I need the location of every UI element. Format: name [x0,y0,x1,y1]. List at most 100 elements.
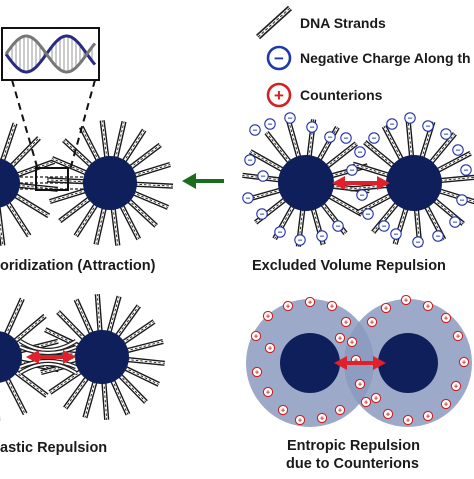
dna-strand [3,297,25,337]
dna-strand [13,369,49,398]
panel-elastic [0,293,165,421]
dna-strand [132,190,170,210]
svg-text:+: + [266,388,270,397]
dna-strand [352,161,390,178]
svg-text:−: − [390,119,395,129]
svg-text:+: + [286,302,290,311]
dna-strand [126,198,158,228]
counterion-marker: + [360,396,372,408]
red-double-arrow-icon [26,350,76,364]
svg-text:+: + [426,302,430,311]
svg-text:−: − [360,190,365,200]
dna-strand [134,181,174,189]
svg-text:+: + [274,86,284,105]
negative-charge-marker: − [390,228,402,240]
svg-text:+: + [298,416,302,425]
negative-charge-marker: − [456,194,468,206]
dna-strand [46,177,86,185]
counterion-marker: + [450,380,462,392]
counterion-marker: + [458,356,470,368]
svg-text:+: + [386,410,390,419]
svg-text:−: − [278,227,283,237]
counterion-marker: + [304,296,316,308]
negative-charge-marker: − [340,132,352,144]
dna-strand [62,138,94,168]
nanoparticle [280,333,340,393]
dna-strand [9,136,41,169]
counterion-marker: + [346,336,358,348]
svg-text:+: + [444,400,448,409]
svg-text:−: − [320,231,325,241]
svg-text:+: + [444,314,448,323]
counterion-marker: + [334,332,346,344]
negative-charge-marker: − [440,128,452,140]
legend-counterions-label: Counterions [300,87,383,103]
dna-strand [109,378,131,416]
dna-strand-icon [255,5,293,40]
legend-dna-strands-label: DNA Strands [300,15,386,31]
svg-text:+: + [338,334,342,343]
counterion-marker: + [452,330,464,342]
svg-text:−: − [253,125,258,135]
dna-strand [5,200,32,238]
counterion-marker: + [277,404,289,416]
counterion-marker: + [262,310,274,322]
svg-text:−: − [328,132,333,142]
dna-strand [121,128,147,164]
svg-text:−: − [310,122,315,132]
svg-text:−: − [298,235,303,245]
svg-text:−: − [394,229,399,239]
svg-text:−: − [288,113,293,123]
counterion-marker: + [264,342,276,354]
caption-entropic-line1: Entropic Repulsion [287,438,420,454]
nanoparticle [378,333,438,393]
svg-text:+: + [320,414,324,423]
dna-strand [12,313,47,344]
dna-strand [99,120,110,159]
dna-strand [125,338,164,354]
negative-charge-marker: − [412,236,424,248]
negative-charge-marker: − [306,121,318,133]
svg-text:+: + [354,356,358,365]
dna-strand [126,356,165,366]
dna-strand [327,193,364,217]
svg-text:−: − [274,49,284,68]
dna-strand [63,375,90,410]
svg-text:+: + [406,416,410,425]
svg-text:+: + [266,312,270,321]
dna-strand [56,310,87,341]
negative-charge-marker: − [449,216,461,228]
dna-strand [286,120,302,159]
negative-charge-marker: − [244,154,256,166]
dna-strand [82,380,98,419]
svg-text:−: − [366,209,371,219]
counterion-marker: + [440,312,452,324]
double-helix-icon [4,34,97,74]
svg-text:−: − [372,133,377,143]
dna-strand [101,381,110,421]
dna-strand [106,295,122,334]
dna-strand [94,293,103,333]
negative-charge-marker: − [404,112,416,124]
svg-text:−: − [268,119,273,129]
negative-charge-marker: − [256,208,268,220]
counterion-marker: + [382,408,394,420]
svg-text:−: − [436,231,441,241]
negative-charge-marker: − [432,230,444,242]
negative-charge-marker: − [332,220,344,232]
caption-entropic-line2: due to Counterions [286,456,419,472]
negative-charge-marker: − [362,208,374,220]
dna-strand [114,304,141,339]
svg-text:+: + [384,304,388,313]
nanoparticle [278,155,334,211]
counterion-marker: + [340,316,352,328]
dna-strand [50,156,88,176]
negative-charge-marker: − [460,164,472,176]
dna-strand [73,202,99,238]
svg-text:−: − [350,165,355,175]
nanoparticle [83,156,137,210]
svg-text:+: + [462,358,466,367]
negative-charge-marker: − [316,230,328,242]
dna-strand [113,121,127,160]
negative-charge-icon: − [266,45,292,71]
